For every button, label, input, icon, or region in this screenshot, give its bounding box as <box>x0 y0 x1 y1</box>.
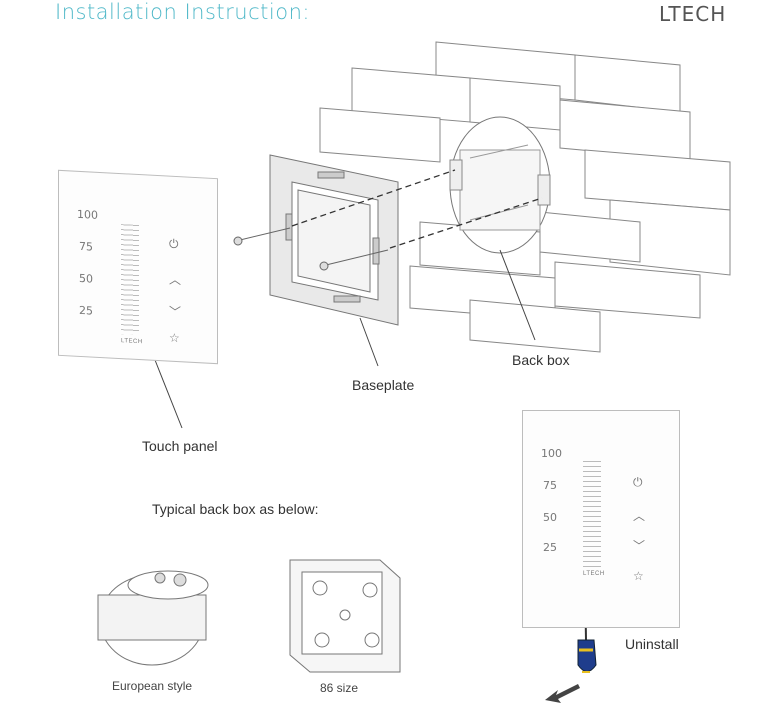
label-uninstall: Uninstall <box>625 636 679 652</box>
label-86-size: 86 size <box>320 681 359 695</box>
box-86-drawing <box>289 559 401 673</box>
level-25: 25 <box>79 303 93 318</box>
label-touch-panel: Touch panel <box>142 438 218 454</box>
level-100: 100 <box>77 207 98 222</box>
label-baseplate: Baseplate <box>352 377 415 393</box>
level-75-b: 75 <box>543 479 557 492</box>
panel-brand: LTECH <box>121 338 143 346</box>
touch-panel-uninstall: 100 75 50 25 ⏻ ︿ ﹀ ☆ LTECH <box>522 410 680 628</box>
up-icon: ︿ <box>169 272 182 288</box>
page-title: Installation Instruction: <box>55 0 310 24</box>
touch-panel-main: 100 75 50 25 ⏻ ︿ ﹀ ☆ LTECH <box>58 169 218 365</box>
star-icon: ☆ <box>169 330 180 346</box>
star-icon-b: ☆ <box>633 569 644 583</box>
leader-lines <box>154 249 536 429</box>
power-icon-b: ⏻ <box>633 475 643 489</box>
screwdriver-drawing <box>577 577 597 673</box>
down-icon-b: ﹀ <box>633 539 646 553</box>
up-icon-b: ︿ <box>633 509 646 523</box>
level-50-b: 50 <box>543 511 557 524</box>
level-25-b: 25 <box>543 541 557 554</box>
alignment-lines <box>291 169 543 249</box>
dimmer-slider-b <box>583 461 601 567</box>
panel-brand-b: LTECH <box>583 571 605 577</box>
screws <box>233 227 389 271</box>
power-icon: ⏻ <box>169 236 179 252</box>
baseplate-drawing <box>269 154 399 326</box>
label-european: European style <box>112 679 193 693</box>
level-75: 75 <box>79 239 93 254</box>
european-box-drawing <box>97 570 209 666</box>
remove-arrow <box>545 684 580 703</box>
level-50: 50 <box>79 271 93 286</box>
label-back-box: Back box <box>512 352 570 368</box>
brick-wall <box>319 41 731 353</box>
label-typical: Typical back box as below: <box>152 501 319 517</box>
dimmer-slider <box>121 224 139 336</box>
level-100-b: 100 <box>541 447 562 460</box>
back-box-drawing <box>449 116 551 254</box>
down-icon: ﹀ <box>169 304 182 320</box>
brand-logo: LTECH <box>659 2 727 26</box>
